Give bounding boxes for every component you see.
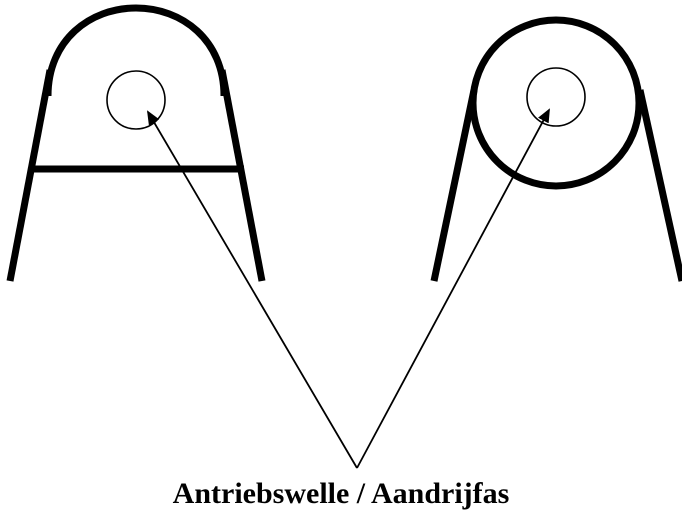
right-pulley-figure (430, 16, 682, 282)
left-housing-arc (44, 4, 228, 97)
left-housing-left-leg (6, 69, 54, 282)
right-drive-shaft-circle (526, 67, 586, 127)
left-housing-right-leg (218, 69, 266, 282)
left-housing-figure (6, 4, 266, 282)
drive-shaft-caption: Antriebswelle / Aandrijfas (172, 477, 510, 510)
leader-line-left (146, 110, 358, 469)
right-belt-right-leg (636, 89, 682, 282)
right-belt-left-leg (430, 89, 478, 282)
leader-lines (146, 108, 550, 469)
right-pulley-wheel (469, 16, 643, 190)
leader-line-right (356, 108, 550, 469)
left-drive-shaft-circle (106, 70, 166, 130)
